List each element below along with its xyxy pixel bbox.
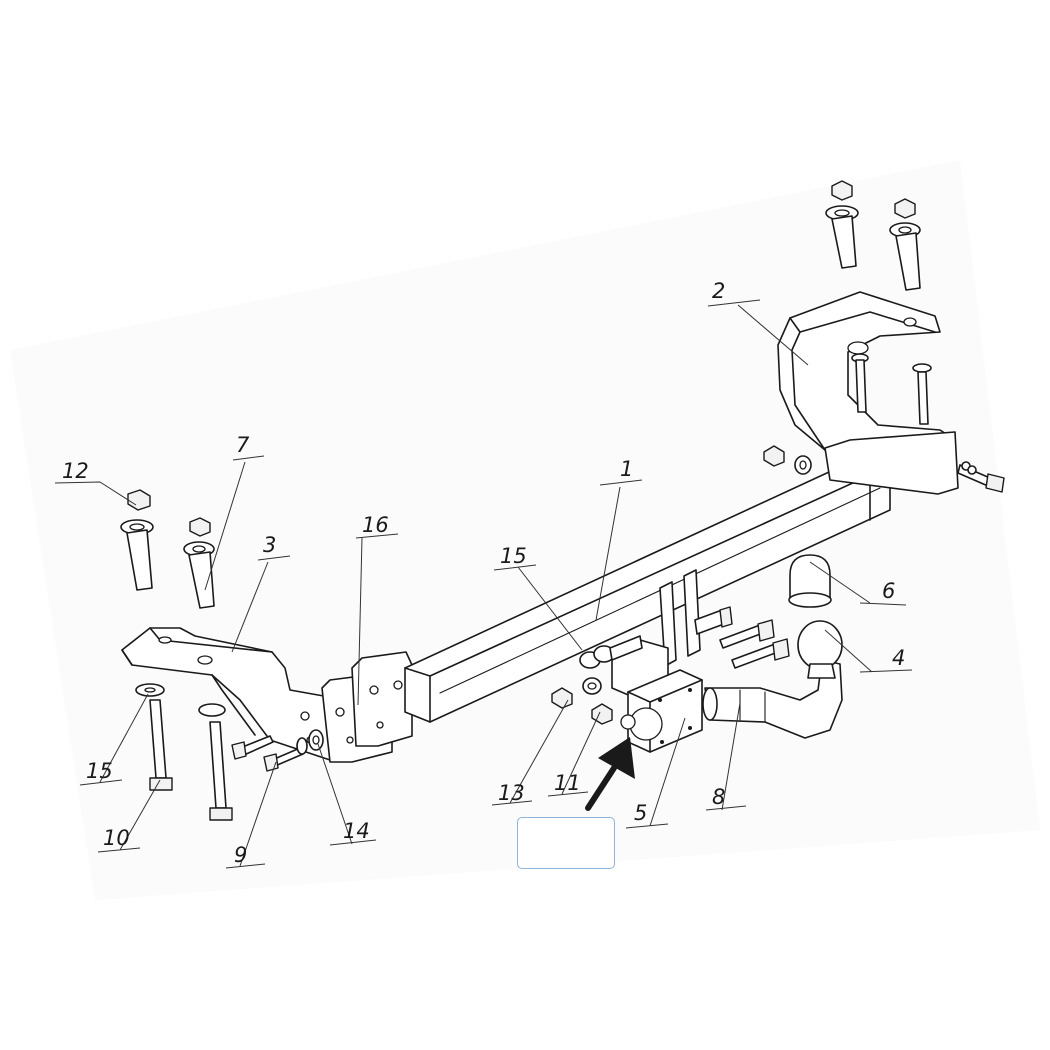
callout-7: 7 — [236, 433, 250, 457]
left-lower-washer-15 — [135, 683, 165, 697]
left-washer-nut-14 — [296, 729, 324, 755]
center-bolts-15 — [579, 635, 643, 669]
arrow-pointer — [585, 737, 635, 811]
end-plate-16 — [351, 651, 413, 747]
center-nut-13 — [551, 687, 573, 709]
callout-5: 5 — [634, 801, 647, 825]
callout-6: 6 — [882, 579, 895, 603]
callout-16: 16 — [362, 513, 389, 537]
right-loose-nuts — [763, 445, 812, 475]
callout-10: 10 — [103, 826, 130, 850]
callout-8: 8 — [712, 785, 725, 809]
answer-input-box[interactable] — [517, 817, 615, 869]
right-top-bolt-a — [825, 180, 859, 269]
right-side-bolt — [957, 461, 1005, 493]
left-side-bolts-9 — [231, 735, 304, 772]
callout-2: 2 — [712, 279, 725, 303]
left-long-bolt-9 — [198, 703, 233, 821]
callout-labels: 1 2 3 4 5 6 7 8 9 10 11 12 13 14 15 15 1… — [62, 279, 905, 867]
callout-3: 3 — [263, 533, 276, 557]
right-bracket-end-plate — [824, 431, 959, 495]
callout-14: 14 — [343, 819, 370, 843]
callout-12: 12 — [62, 459, 89, 483]
callout-1: 1 — [620, 457, 633, 481]
socket-plate-5 — [620, 669, 703, 753]
right-lower-bolts — [851, 353, 932, 425]
left-top-bolt-12 — [120, 489, 154, 591]
left-top-bolt-7 — [183, 517, 215, 609]
callout-13: 13 — [498, 781, 525, 805]
callout-15-left: 15 — [86, 759, 113, 783]
callout-9: 9 — [234, 843, 247, 867]
left-long-bolt-10 — [149, 699, 173, 791]
callout-4: 4 — [892, 646, 905, 670]
callout-11: 11 — [554, 771, 581, 795]
ball-cover-6 — [788, 554, 832, 608]
tow-ball-neck-8 — [702, 659, 843, 739]
callout-15-center: 15 — [500, 544, 527, 568]
right-top-bolt-b — [889, 198, 921, 291]
leader-lines — [54, 299, 913, 869]
